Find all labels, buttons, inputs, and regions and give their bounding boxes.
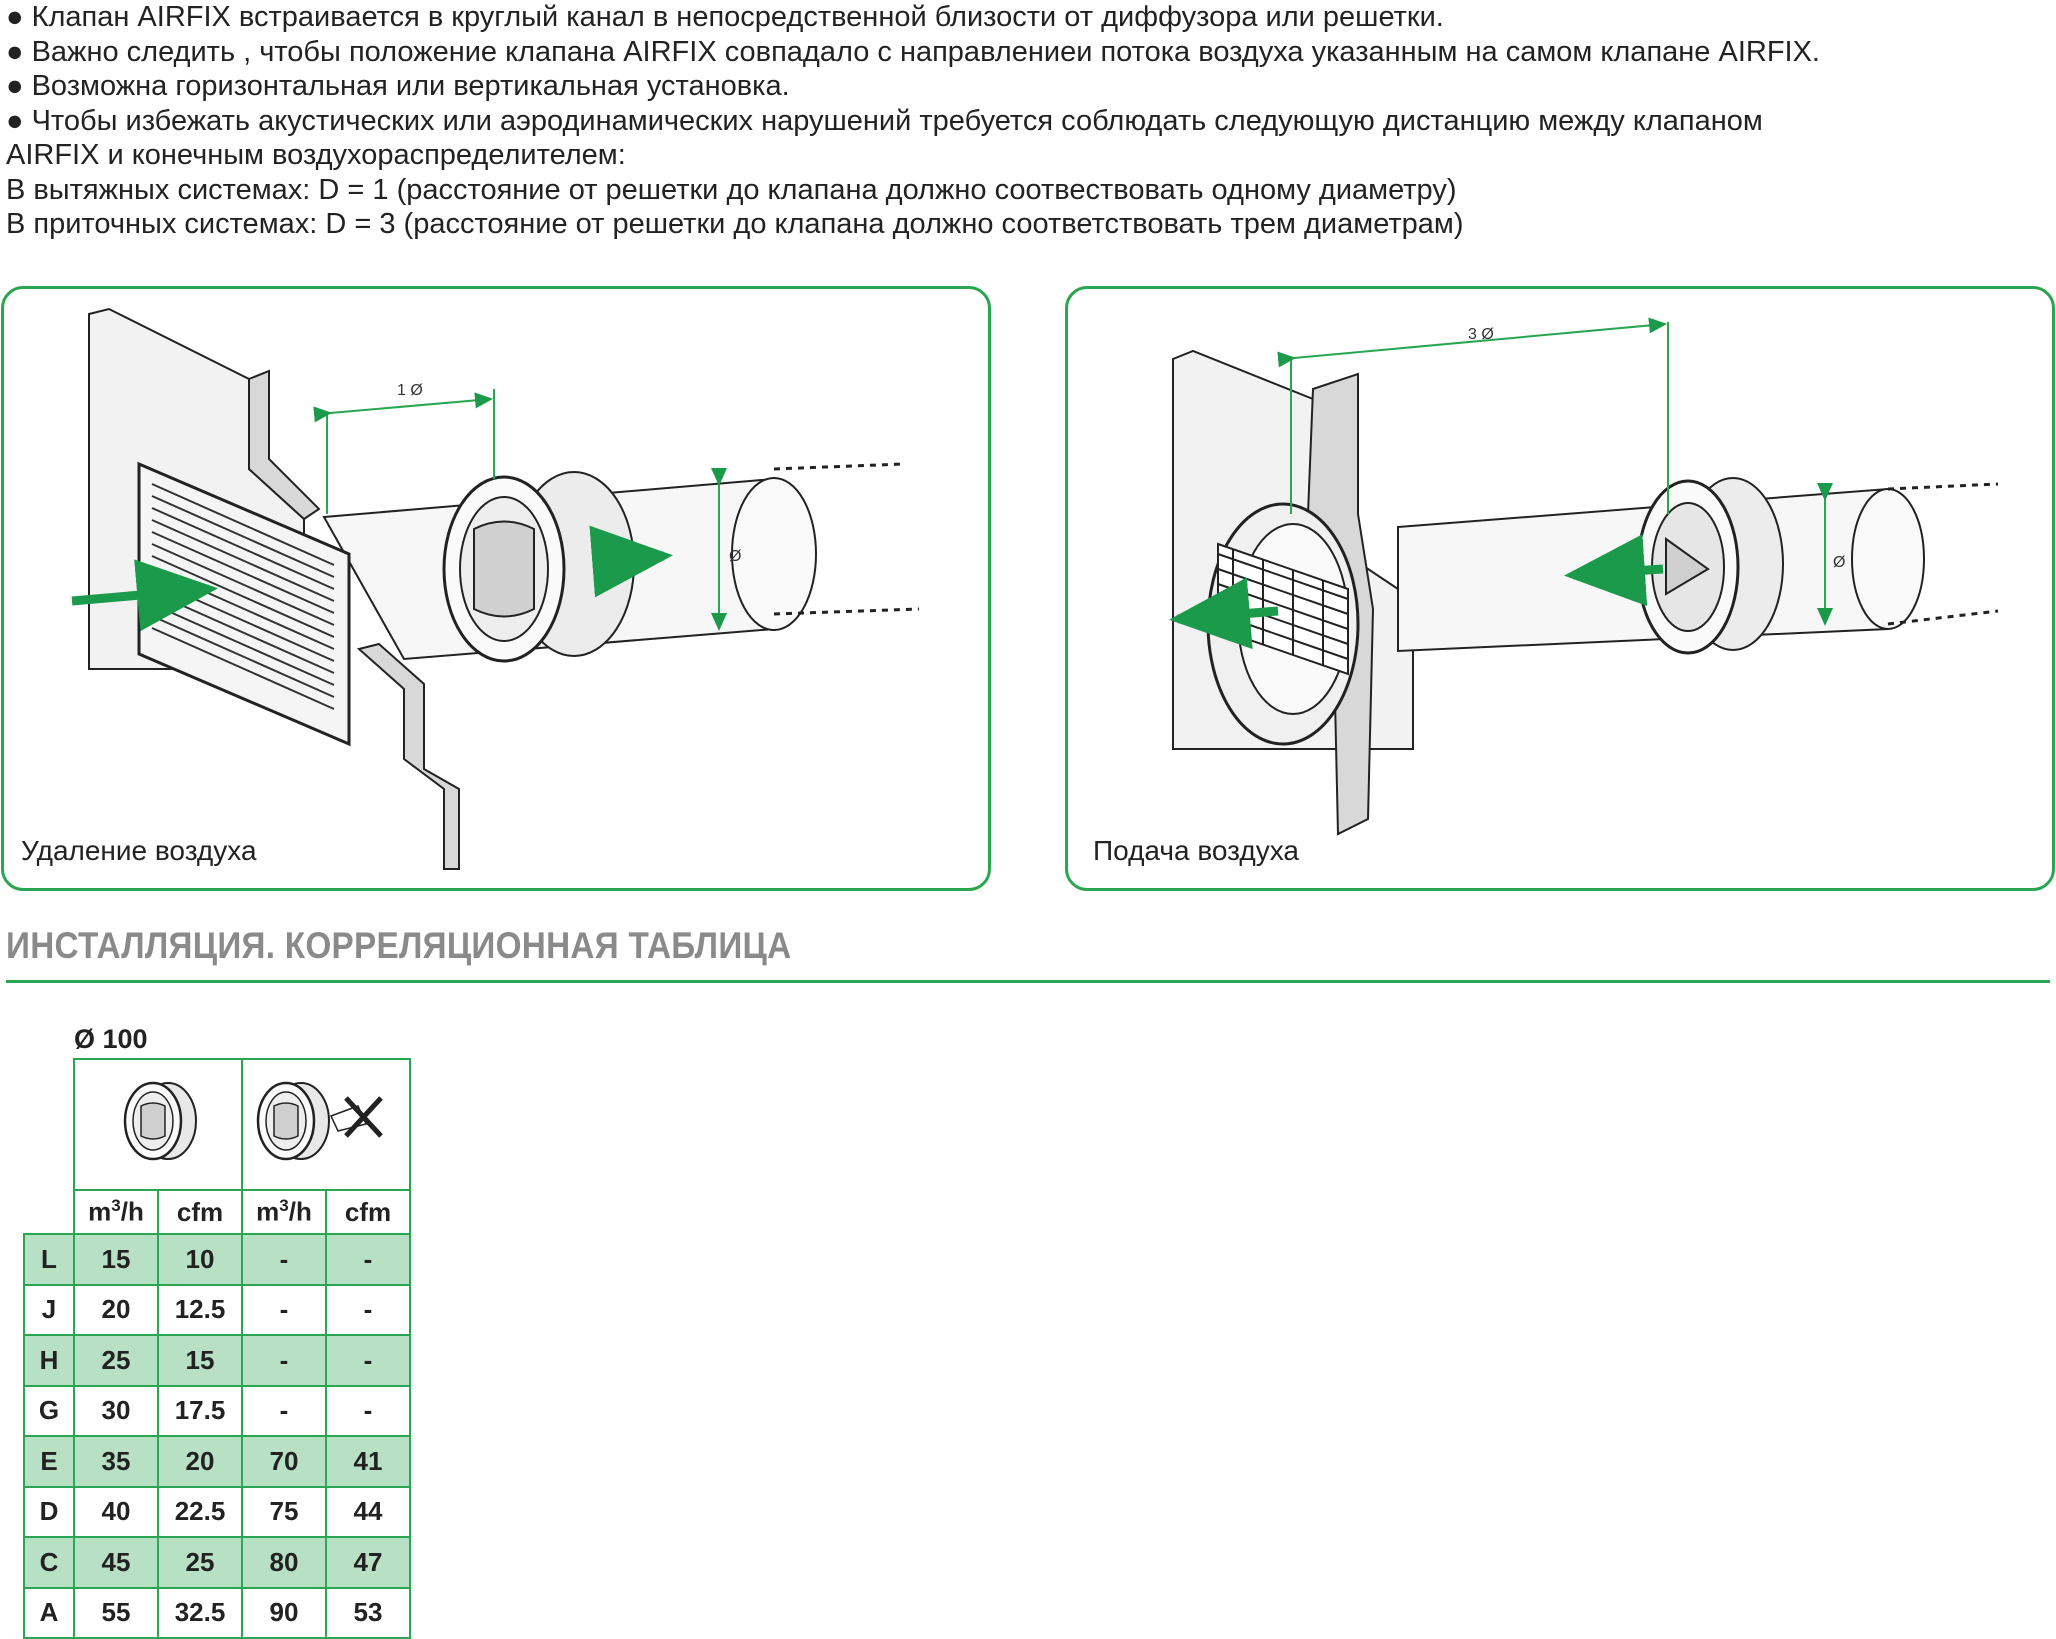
diameter-label: Ø <box>1833 554 1845 571</box>
cell-m3h: 20 <box>73 1283 159 1336</box>
diameter-heading: Ø 100 <box>74 1024 148 1054</box>
cell-m3h: 25 <box>73 1334 159 1387</box>
table-row: J 20 12.5 - - <box>23 1283 411 1336</box>
row-letter: C <box>23 1536 75 1589</box>
airfix-valve-icon <box>123 1081 197 1161</box>
row-letter: D <box>23 1485 75 1538</box>
cell-m3h: 30 <box>73 1384 159 1437</box>
airfix-valve-no-insect-screen-icon <box>256 1081 383 1161</box>
flow-arrow-icon <box>589 525 673 598</box>
table-row: H 25 15 - - <box>23 1334 411 1387</box>
exhaust-diagram-panel: 1 Ø Ø Удаление воздуха <box>1 286 991 891</box>
cell-cfm: 12.5 <box>157 1283 243 1336</box>
unit-header-m3h: m3/h <box>241 1189 327 1235</box>
bullet-line: ● Чтобы избежать акустических или аэроди… <box>6 104 1763 137</box>
cell-m3h: - <box>241 1233 327 1286</box>
cell-cfm: - <box>325 1233 411 1286</box>
cell-cfm: 10 <box>157 1233 243 1286</box>
cell-m3h: 70 <box>241 1435 327 1488</box>
exhaust-caption: Удаление воздуха <box>21 835 257 866</box>
row-letter: L <box>23 1233 75 1286</box>
row-letter: H <box>23 1334 75 1387</box>
cell-cfm: 22.5 <box>157 1485 243 1538</box>
row-letter: A <box>23 1586 75 1639</box>
table-row: C 45 25 80 47 <box>23 1536 411 1589</box>
cell-cfm: 32.5 <box>157 1586 243 1639</box>
cell-cfm: 44 <box>325 1485 411 1538</box>
supply-caption: Подача воздуха <box>1093 835 1299 866</box>
table-row: G 30 17.5 - - <box>23 1384 411 1437</box>
section-divider <box>6 980 2050 983</box>
cell-m3h: 80 <box>241 1536 327 1589</box>
bullet-line: В приточных системах: D = 3 (расстояние … <box>6 208 1464 240</box>
cell-cfm: 20 <box>157 1435 243 1488</box>
cell-cfm: - <box>325 1384 411 1437</box>
flow-arrow-icon <box>1564 534 1664 607</box>
cell-m3h: 55 <box>73 1586 159 1639</box>
row-letter: J <box>23 1283 75 1336</box>
table-row: D 40 22.5 75 44 <box>23 1485 411 1538</box>
cell-m3h: 90 <box>241 1586 327 1639</box>
table-row: E 35 20 70 41 <box>23 1435 411 1488</box>
flow-arrow-icon <box>1169 577 1279 650</box>
bullet-line: ● Клапан AIRFIX встраивается в круглый к… <box>6 1 1444 33</box>
bullet-line: ● Возможна горизонтальная или вертикальн… <box>6 70 790 102</box>
cell-m3h: - <box>241 1334 327 1387</box>
valve-no-screen-icon-cell <box>241 1058 411 1191</box>
cell-cfm: 47 <box>325 1536 411 1589</box>
table-row: A 55 32.5 90 53 <box>23 1586 411 1639</box>
cell-m3h: 45 <box>73 1536 159 1589</box>
distance-label: 3 Ø <box>1468 326 1494 343</box>
diameter-label: Ø <box>729 548 741 565</box>
unit-header-cfm: cfm <box>325 1189 411 1235</box>
cell-cfm: - <box>325 1334 411 1387</box>
distance-label: 1 Ø <box>397 382 423 399</box>
bullet-line: ● Важно следить , чтобы положение клапан… <box>6 35 1820 68</box>
cell-m3h: 75 <box>241 1485 327 1538</box>
table-row: L 15 10 - - <box>23 1233 411 1286</box>
row-letter: E <box>23 1435 75 1488</box>
unit-header-cfm: cfm <box>157 1189 243 1235</box>
bullet-line: AIRFIX и конечным воздухораспределителем… <box>6 139 626 171</box>
cell-cfm: 53 <box>325 1586 411 1639</box>
flow-arrow-icon <box>71 559 218 632</box>
unit-header-m3h: m3/h <box>73 1189 159 1235</box>
cell-m3h: 15 <box>73 1233 159 1286</box>
cell-cfm: - <box>325 1283 411 1336</box>
supply-installation-diagram: 3 Ø Ø <box>1169 317 1999 836</box>
exhaust-installation-diagram: 1 Ø Ø <box>71 307 920 870</box>
bullet-line: В вытяжных системах: D = 1 (расстояние о… <box>6 173 1457 206</box>
cell-m3h: - <box>241 1384 327 1437</box>
section-title: ИНСТАЛЛЯЦИЯ. КОРРЕЛЯЦИОННАЯ ТАБЛИЦА <box>6 925 792 966</box>
cell-m3h: - <box>241 1283 327 1336</box>
cell-m3h: 40 <box>73 1485 159 1538</box>
row-letter: G <box>23 1384 75 1437</box>
cell-cfm: 17.5 <box>157 1384 243 1437</box>
cell-cfm: 41 <box>325 1435 411 1488</box>
intro-text: ● Клапан AIRFIX встраивается в круглый к… <box>6 0 1820 242</box>
cell-cfm: 25 <box>157 1536 243 1589</box>
valve-icon-cell <box>73 1058 243 1191</box>
correlation-table: m3/h cfm m3/h cfm L 15 10 - - J 20 12.5 … <box>23 1058 411 1639</box>
cell-cfm: 15 <box>157 1334 243 1387</box>
cell-m3h: 35 <box>73 1435 159 1488</box>
supply-diagram-panel: 3 Ø Ø Подача воздуха <box>1065 286 2055 891</box>
